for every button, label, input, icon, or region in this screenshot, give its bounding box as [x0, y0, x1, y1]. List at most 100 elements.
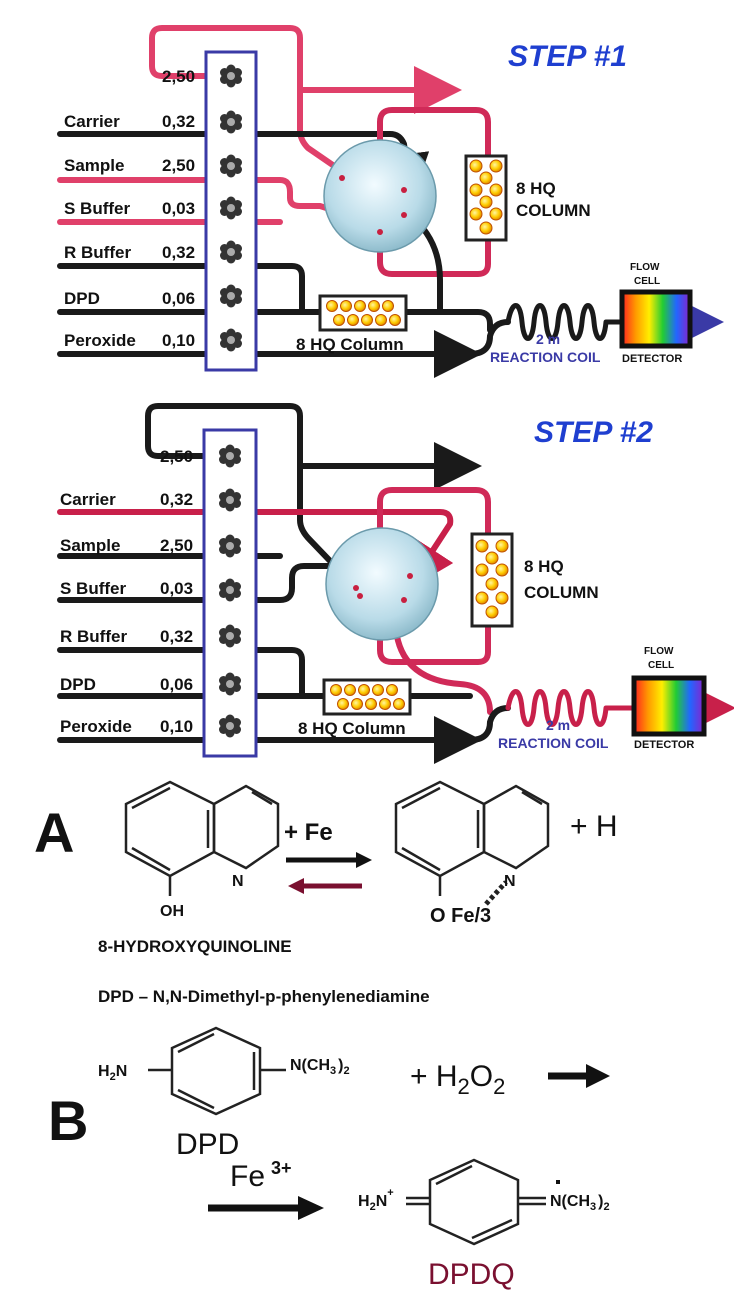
step1-inline-beads	[326, 300, 401, 326]
step2-inline-column-label: 8 HQ Column	[298, 719, 406, 738]
dpdq-nme2-label: N(CH3)2	[550, 1193, 610, 1213]
step2-channel-value: 0,10	[160, 717, 193, 736]
step1-channel-value: 2,50	[162, 67, 195, 86]
step2-flow-cell	[631, 675, 707, 737]
dpd-definition: DPD – N,N-Dimethyl-p-phenylenediamine	[98, 987, 430, 1006]
step1-rbuffer-line	[57, 263, 305, 313]
step2-reaction-coil	[505, 689, 637, 727]
step1-channel-name: DPD	[64, 289, 100, 308]
step1-carrier-line	[57, 131, 430, 202]
dpdq-structure	[406, 1158, 546, 1246]
step2-flowcell-label: CELL	[648, 660, 674, 671]
step1-injection-valve	[323, 139, 437, 253]
step1-channel-value: 0,32	[162, 243, 195, 262]
step2-channel-value: 0,06	[160, 675, 193, 694]
step2-valve-port	[407, 573, 413, 579]
fe-complex-structure	[394, 780, 550, 906]
step2-column-beads	[475, 539, 509, 619]
step2-channel-name: S Buffer	[60, 579, 127, 598]
step1-channel-name: R Buffer	[64, 243, 131, 262]
reaction-a-letter: A	[34, 801, 74, 864]
dpd-nme2-label: N(CH3)2	[290, 1057, 350, 1077]
hydroxyquinoline-structure	[124, 780, 280, 896]
reverse-arrow-head	[288, 878, 304, 894]
step2-channel-value: 2,50	[160, 447, 193, 466]
step2-channel-name: DPD	[60, 675, 96, 694]
step1-channel-value: 0,32	[162, 112, 195, 131]
n-right-label: N	[504, 873, 516, 890]
oh-label: OH	[160, 903, 184, 920]
reaction-b-arrow-2-head	[298, 1196, 324, 1220]
step1-channel-name: Peroxide	[64, 331, 136, 350]
step1-title: STEP #1	[508, 40, 627, 73]
step1-panel: STEP #1	[57, 25, 724, 378]
dpd-h2n-label: H2N	[98, 1063, 127, 1083]
step2-flowcell-label: FLOW	[644, 646, 674, 657]
step2-valve-port	[401, 597, 407, 603]
step1-column-label: COLUMN	[516, 201, 591, 220]
step1-inline-column-label: 8 HQ Column	[296, 335, 404, 354]
reaction-b-letter: B	[48, 1089, 88, 1152]
step2-loop-line	[145, 403, 359, 591]
h2o2-label: + H2O2	[410, 1060, 505, 1099]
step2-sbuffer-line	[57, 563, 363, 603]
step2-channel-value: 2,50	[160, 536, 193, 555]
step1-flowcell-label: FLOW	[630, 262, 660, 273]
step1-valve-port	[377, 229, 383, 235]
plus-fe-label: + Fe	[284, 819, 333, 846]
step2-channel-name: Carrier	[60, 490, 116, 509]
step2-valve-port	[353, 585, 359, 591]
step2-inline-beads	[330, 684, 405, 710]
step2-channel-name: Peroxide	[60, 717, 132, 736]
step2-valve-port	[357, 593, 363, 599]
step1-reaction-coil	[505, 303, 625, 341]
step1-channel-name: Carrier	[64, 112, 120, 131]
step2-channel-name: R Buffer	[60, 627, 127, 646]
step2-channel-value: 0,32	[160, 627, 193, 646]
step2-rbuffer-line	[57, 647, 305, 697]
forward-arrow-head	[356, 852, 372, 868]
step2-merge-line	[467, 705, 511, 743]
reaction-a: A N OH + Fe N O Fe/3	[34, 780, 618, 1006]
step2-title: STEP #2	[534, 416, 653, 449]
step2-coil-length: 2 m	[546, 717, 570, 733]
step2-channel-value: 0,32	[160, 490, 193, 509]
dpdq-label: DPDQ	[428, 1258, 515, 1291]
step1-channel-value: 2,50	[162, 156, 195, 175]
step2-column-label: COLUMN	[524, 583, 599, 602]
step1-detector-label: DETECTOR	[622, 353, 682, 365]
step2-channel-value: 0,03	[160, 579, 193, 598]
step2-channel-name: Sample	[60, 536, 120, 555]
step1-channel-name: Sample	[64, 156, 124, 175]
step1-valve-port	[401, 212, 407, 218]
step1-coil-label: REACTION COIL	[490, 349, 601, 365]
step1-flow-cell	[619, 289, 693, 349]
step2-carrier-line	[57, 509, 454, 591]
step1-coil-length: 2 m	[536, 331, 560, 347]
step1-valve-port	[339, 175, 345, 181]
dpd-label: DPD	[176, 1128, 239, 1161]
step1-valve-port	[401, 187, 407, 193]
step1-merge-line	[467, 319, 511, 357]
ofe-label: O Fe/3	[430, 905, 491, 927]
step1-channel-value: 0,06	[162, 289, 195, 308]
step1-channel-name: S Buffer	[64, 199, 131, 218]
step1-channel-value: 0,10	[162, 331, 195, 350]
step2-coil-label: REACTION COIL	[498, 735, 609, 751]
dpd-structure	[148, 1026, 286, 1116]
radical-dot	[556, 1180, 560, 1184]
step1-channel-value: 0,03	[162, 199, 195, 218]
step1-sample-line	[57, 177, 373, 225]
step1-flowcell-label: CELL	[634, 276, 660, 287]
reaction-b-arrow-1-head	[586, 1064, 610, 1088]
plus-h-label: + H	[570, 810, 618, 843]
step2-detector-label: DETECTOR	[634, 739, 694, 751]
step1-dpd-line	[57, 309, 493, 333]
step2-injection-valve	[325, 527, 439, 641]
step2-panel: STEP #2	[57, 403, 734, 764]
step2-column-label: 8 HQ	[524, 557, 564, 576]
step1-column-label: 8 HQ	[516, 179, 556, 198]
